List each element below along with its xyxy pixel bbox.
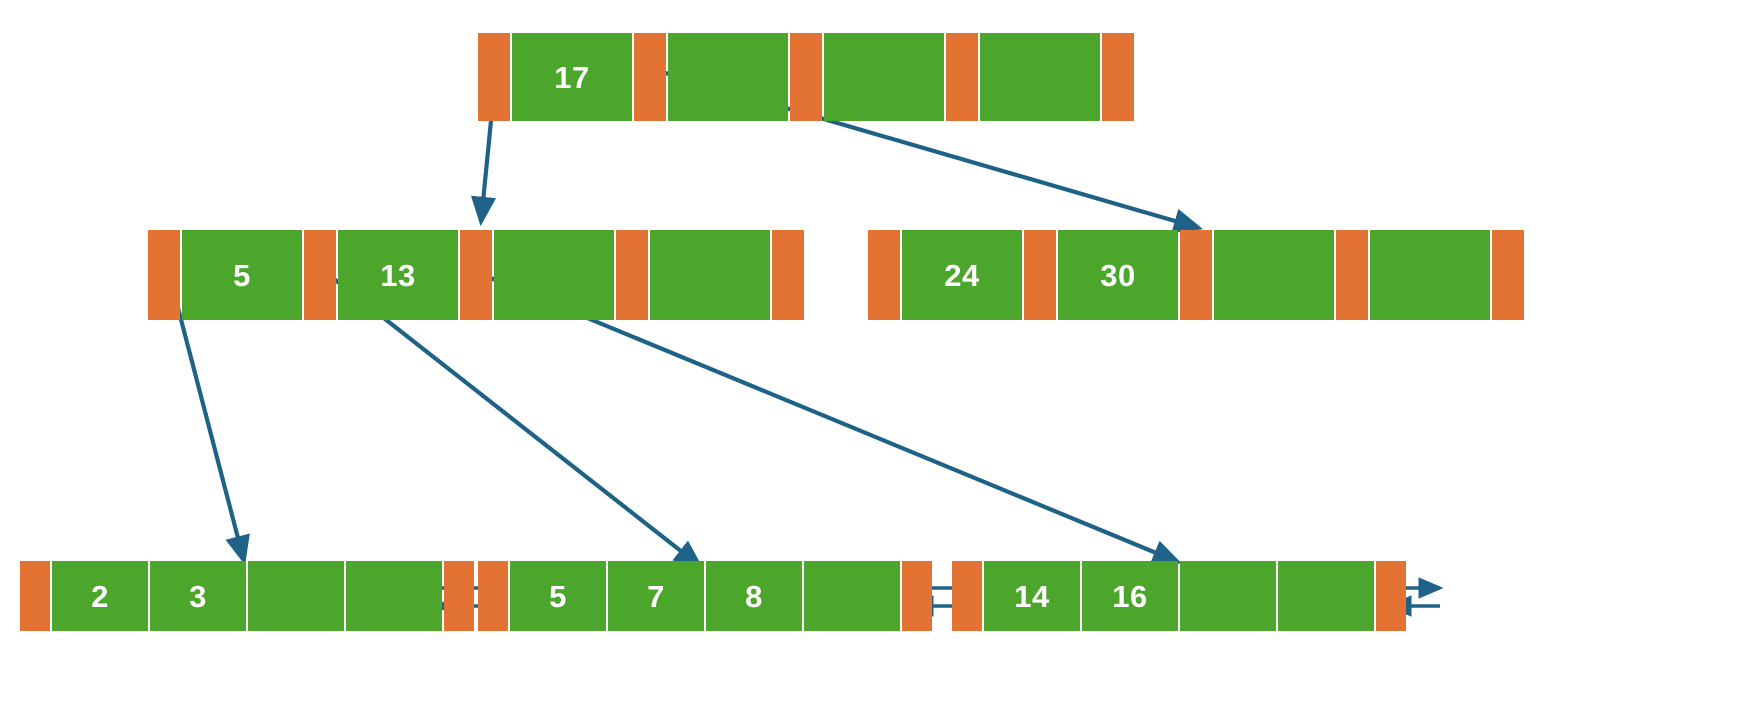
node-internal-right: 24 30	[868, 230, 1524, 320]
pointer-cell-root-node-2	[634, 33, 666, 121]
pointer-cell-root-node-4	[790, 33, 822, 121]
key-cell-root-node-3	[668, 33, 788, 121]
key-cell-internal-left-3: 13	[338, 230, 458, 320]
key-cell-internal-left-7	[650, 230, 770, 320]
node-internal-left: 5 13	[148, 230, 804, 320]
key-cell-leaf-2-4	[804, 561, 900, 631]
key-cell-leaf-2-1: 5	[510, 561, 606, 631]
pointer-cell-leaf-3-0	[952, 561, 982, 631]
pointer-cell-internal-left-4	[460, 230, 492, 320]
key-cell-root-node-7	[980, 33, 1100, 121]
key-cell-leaf-1-1: 2	[52, 561, 148, 631]
pointer-cell-leaf-2-0	[478, 561, 508, 631]
pointer-cell-internal-right-8	[1492, 230, 1524, 320]
pointer-cell-root-node-0	[478, 33, 510, 121]
pointer-cell-internal-left-0	[148, 230, 180, 320]
key-cell-internal-right-7	[1370, 230, 1490, 320]
pointer-cell-internal-right-0	[868, 230, 900, 320]
pointer-cell-internal-right-6	[1336, 230, 1368, 320]
key-cell-leaf-1-2: 3	[150, 561, 246, 631]
key-cell-root-node-1: 17	[512, 33, 632, 121]
key-cell-leaf-3-1: 14	[984, 561, 1080, 631]
key-cell-internal-right-5	[1214, 230, 1334, 320]
key-cell-leaf-3-3	[1180, 561, 1276, 631]
key-cell-internal-right-1: 24	[902, 230, 1022, 320]
pointer-cell-root-node-8	[1102, 33, 1134, 121]
pointer-cell-root-node-6	[946, 33, 978, 121]
key-cell-leaf-2-3: 8	[706, 561, 802, 631]
pointer-cell-internal-left-6	[616, 230, 648, 320]
key-cell-internal-left-1: 5	[182, 230, 302, 320]
key-cell-leaf-1-3	[248, 561, 344, 631]
key-cell-internal-left-5	[494, 230, 614, 320]
pointer-cell-internal-right-2	[1024, 230, 1056, 320]
pointer-cell-leaf-2-5	[902, 561, 932, 631]
pointer-cell-internal-left-8	[772, 230, 804, 320]
key-cell-root-node-5	[824, 33, 944, 121]
pointer-cell-leaf-3-5	[1376, 561, 1406, 631]
key-cell-leaf-3-2: 16	[1082, 561, 1178, 631]
key-cell-leaf-3-4	[1278, 561, 1374, 631]
key-cell-leaf-2-2: 7	[608, 561, 704, 631]
pointer-cell-internal-left-2	[304, 230, 336, 320]
node-root-node: 17	[478, 33, 1134, 121]
pointer-cell-leaf-1-5	[444, 561, 474, 631]
key-cell-internal-right-3: 30	[1058, 230, 1178, 320]
key-cell-leaf-1-4	[346, 561, 442, 631]
pointer-cell-internal-right-4	[1180, 230, 1212, 320]
pointer-cell-leaf-1-0	[20, 561, 50, 631]
